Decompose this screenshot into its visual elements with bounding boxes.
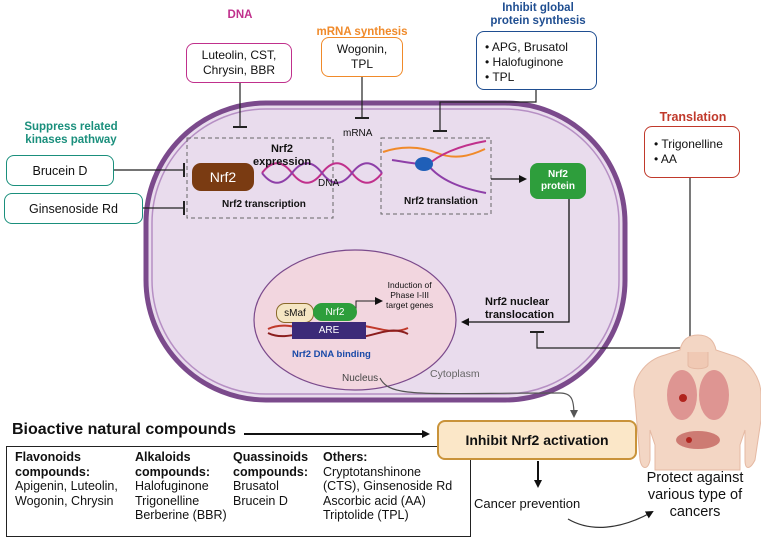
peptide-strand-bottom	[427, 164, 487, 194]
nucleus-label: Nucleus	[342, 373, 379, 384]
translation-title: Translation	[659, 110, 727, 124]
ginsenoside-rd-label: Ginsenoside Rd	[29, 201, 118, 216]
nrf2-translation-label: Nrf2 translation	[404, 196, 478, 207]
ribosome	[415, 157, 433, 171]
nrf2-pill: Nrf2	[192, 163, 254, 191]
transcription-box	[186, 137, 334, 219]
column-item: Triptolide (TPL)	[323, 508, 409, 522]
column-head: compounds:	[135, 464, 210, 479]
translation-box	[380, 137, 492, 215]
mrna-synthesis-title: mRNA synthesis	[316, 26, 408, 38]
nuclear-line: translocation	[485, 309, 555, 321]
inhibit-line-translation	[536, 178, 691, 349]
cell-membrane-inner	[151, 108, 620, 395]
column-item: Berberine (BBR)	[135, 508, 227, 522]
column-item: Trigonelline	[135, 493, 200, 508]
global-protein-item: • TPL	[485, 70, 515, 84]
arrow-to-protect	[567, 511, 654, 528]
dna-label: DNA	[318, 178, 340, 189]
translation-item: • Trigonelline	[654, 137, 723, 151]
dna-helix-strand-b	[261, 162, 383, 184]
protein-line: protein	[541, 181, 575, 192]
inhibit-nrf2-box: Inhibit Nrf2 activation	[437, 420, 637, 460]
protect-line: cancers	[669, 504, 721, 520]
compounds-table: Flavonoids compounds: Apigenin, Luteolin…	[6, 446, 471, 537]
brucein-d-box: Brucein D	[6, 155, 114, 186]
smaf-pill: sMaf	[276, 303, 314, 323]
alkaloids-column: Alkaloids compounds: Halofuginone Trigon…	[135, 450, 227, 523]
mrna-strand	[382, 146, 486, 158]
induction-line: Phase I-III	[390, 290, 429, 300]
column-head: Others:	[323, 450, 368, 464]
induction-line: target genes	[386, 300, 434, 310]
column-head: compounds:	[233, 464, 308, 479]
column-item: Wogonin, Chrysin	[15, 493, 114, 508]
bioactive-title: Bioactive natural compounds	[12, 421, 237, 438]
arrow-nucleus-to-inhibit	[379, 377, 578, 418]
column-head: Flavonoids	[15, 450, 81, 464]
column-item: (CTS), Ginsenoside Rd	[323, 479, 453, 493]
nucleus	[253, 249, 457, 391]
mrna-synthesis-box: Wogonin, TPL	[321, 37, 403, 77]
global-protein-item: • Halofuginone	[485, 55, 564, 69]
translation-item: • AA	[654, 152, 677, 166]
others-column: Others: Cryptotanshinone (CTS), Ginsenos…	[323, 450, 452, 523]
nrf2-transcription-label: Nrf2 transcription	[222, 199, 306, 210]
dna-item: Chrysin, BBR	[202, 63, 276, 77]
inhibit-line-global	[439, 90, 537, 131]
protect-line: Protect against	[646, 470, 744, 486]
column-head: compounds:	[15, 464, 90, 479]
cytoplasm-label: Cytoplasm	[430, 368, 480, 380]
protect-label: Protect against various type of cancers	[636, 470, 754, 521]
nrf2-pill-label: Nrf2	[209, 169, 237, 185]
translation-box-inhibitors: • Trigonelline • AA	[644, 126, 740, 178]
nrf2-dna-binding-label: Nrf2 DNA binding	[292, 349, 371, 360]
protect-line: various type of	[647, 487, 743, 503]
are-label: ARE	[318, 325, 340, 336]
are-block: ARE	[292, 322, 366, 339]
expression-line: Nrf2	[270, 143, 293, 155]
nrf2-nuclear-translocation-label: Nrf2 nuclear translocation	[485, 296, 554, 322]
dna-title: DNA	[227, 9, 253, 21]
global-protein-item: • APG, Brusatol	[485, 40, 568, 54]
column-head: Alkaloids	[135, 450, 191, 464]
kinase-title-line2: kinases pathway	[25, 134, 117, 146]
expression-line: expression	[252, 156, 312, 168]
nrf2-expression-label: Nrf2 expression	[250, 143, 314, 169]
body-figure-icon	[633, 334, 761, 471]
column-item: Cryptotanshinone	[323, 464, 421, 479]
induction-label: Induction of Phase I-III target genes	[386, 280, 433, 310]
mrna-synthesis-item: Wogonin,	[336, 42, 388, 56]
nrf2-nuclear-pill: Nrf2	[313, 303, 357, 321]
nuclear-line: Nrf2 nuclear	[485, 296, 550, 308]
induction-line: Induction of	[387, 280, 432, 290]
column-item: Brucein D	[233, 493, 288, 508]
protein-line: Nrf2	[547, 169, 568, 180]
nrf2-nuclear-label: Nrf2	[325, 306, 345, 318]
column-item: Brusatol	[233, 479, 279, 493]
arrow-nuclear-translocation	[461, 199, 570, 326]
global-protein-box: • APG, Brusatol • Halofuginone • TPL	[476, 31, 597, 90]
quassinoids-column: Quassinoids compounds: Brusatol Brucein …	[233, 450, 308, 508]
global-protein-title-line1: Inhibit global	[502, 2, 574, 14]
dna-box: Luteolin, CST, Chrysin, BBR	[186, 43, 292, 83]
smaf-label: sMaf	[284, 307, 306, 319]
global-protein-title-line2: protein synthesis	[490, 15, 586, 27]
column-item: Ascorbic acid (AA)	[323, 493, 426, 508]
flavonoids-column: Flavonoids compounds: Apigenin, Luteolin…	[15, 450, 118, 508]
mrna-synthesis-item: TPL	[350, 57, 373, 71]
cancer-prevention-label: Cancer prevention	[474, 496, 581, 511]
dna-item: Luteolin, CST,	[201, 48, 277, 62]
column-item: Halofuginone	[135, 479, 209, 493]
inhibit-nrf2-label: Inhibit Nrf2 activation	[465, 432, 609, 448]
mrna-label: mRNA	[343, 128, 373, 139]
ginsenoside-rd-box: Ginsenoside Rd	[4, 193, 143, 224]
nrf2-protein-pill: Nrf2 protein	[530, 163, 586, 199]
column-head: Quassinoids	[233, 450, 309, 464]
column-item: Apigenin, Luteolin,	[15, 479, 118, 493]
brucein-d-label: Brucein D	[32, 163, 88, 178]
kinase-title-line1: Suppress related	[24, 121, 118, 133]
